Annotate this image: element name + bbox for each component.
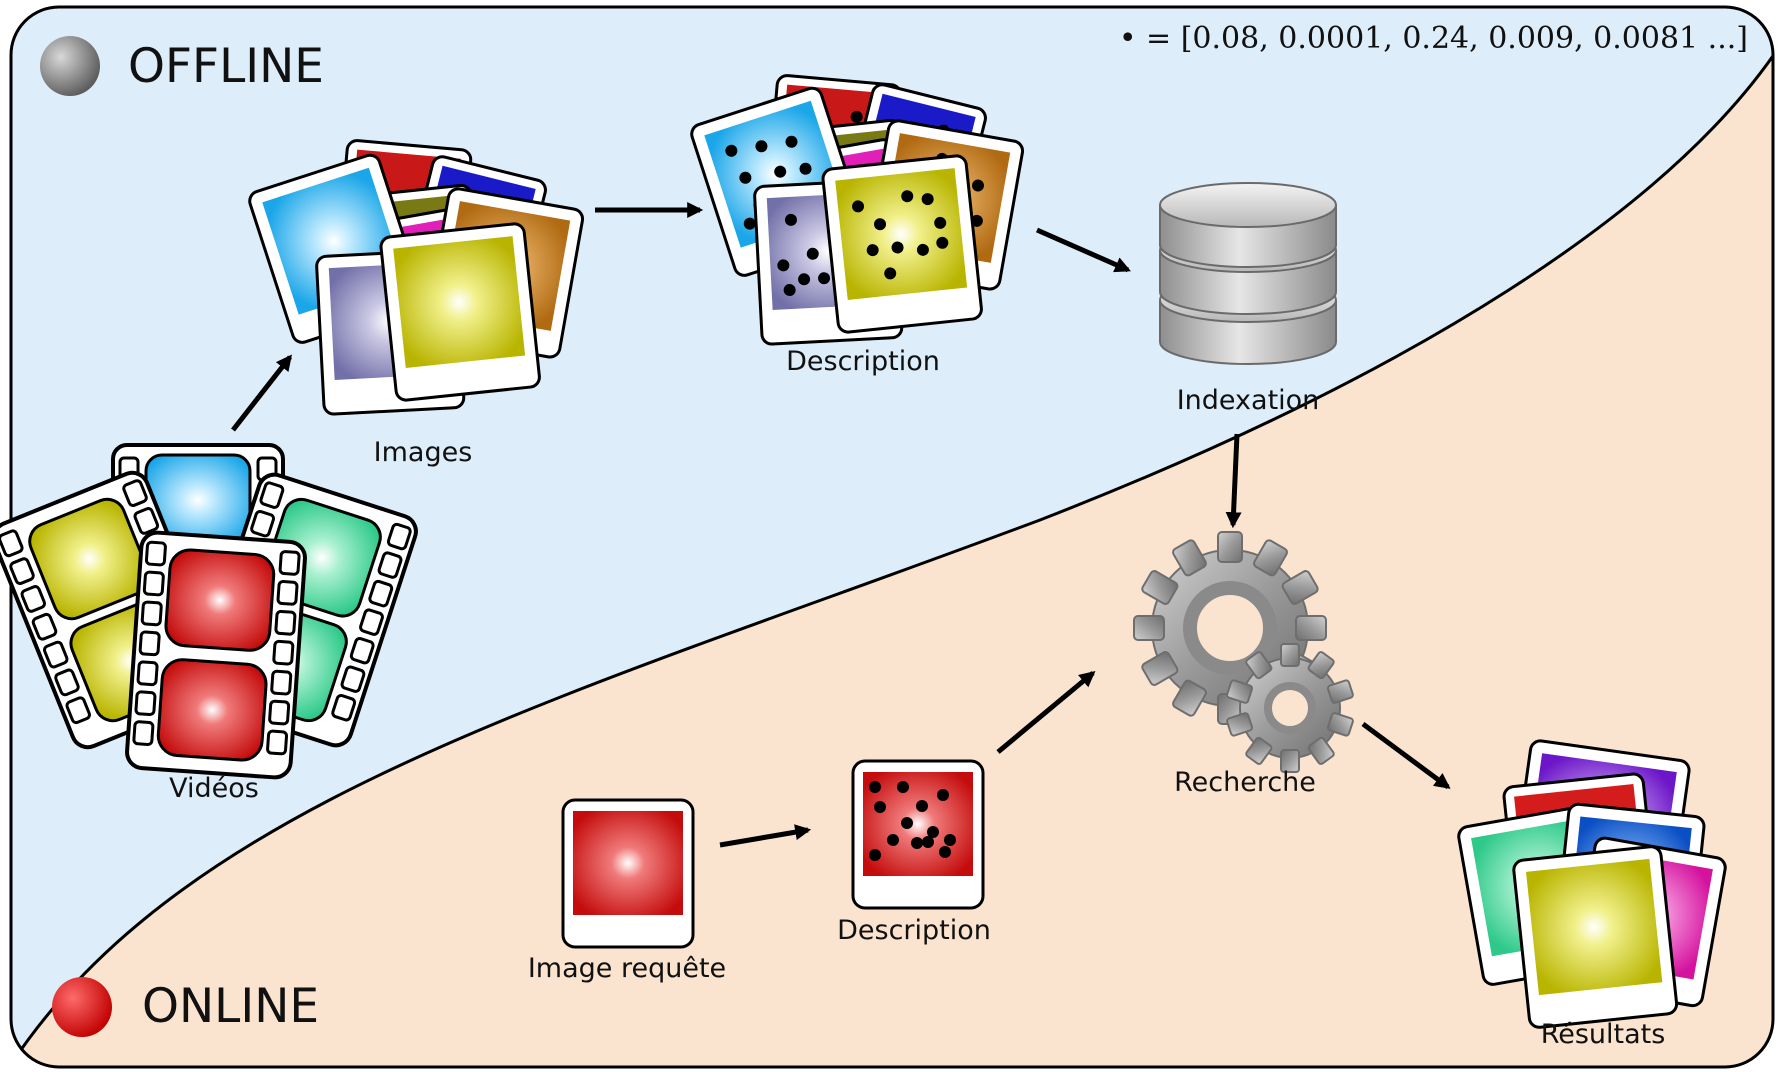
results-label: Résultats <box>1541 1019 1666 1050</box>
search-label: Recherche <box>1174 767 1316 798</box>
online-marker-dot <box>52 977 112 1037</box>
query-image-label: Image requête <box>528 953 726 984</box>
offline-marker-dot <box>40 36 100 96</box>
results-stack-icon <box>1457 739 1727 1029</box>
online-region <box>11 30 1773 1067</box>
arrow-description-to-search <box>996 670 1096 754</box>
videos-icon <box>0 443 418 780</box>
gears-icon <box>1133 531 1354 773</box>
query-image-icon <box>561 798 695 949</box>
description-online-icon <box>851 759 985 910</box>
online-title: ONLINE <box>142 979 319 1034</box>
arrow-videos-to-images <box>231 354 292 432</box>
indexation-label: Indexation <box>1177 385 1320 416</box>
images-label: Images <box>374 437 473 468</box>
region-boundary <box>11 29 1773 1067</box>
arrow-query-to-description <box>719 824 812 848</box>
description-stack-icon <box>690 74 1025 346</box>
description-online-label: Description <box>837 915 991 946</box>
database-icon <box>1159 182 1337 365</box>
offline-title: OFFLINE <box>128 39 324 94</box>
images-stack-icon <box>248 139 585 416</box>
description-offline-label: Description <box>786 346 940 377</box>
arrow-indexation-to-search <box>1225 433 1242 529</box>
feature-vector-formula: • = [0.08, 0.0001, 0.24, 0.009, 0.0081 .… <box>1119 21 1748 56</box>
videos-label: Vidéos <box>169 773 259 804</box>
arrow-search-to-results <box>1361 721 1451 790</box>
arrow-description-to-indexation <box>1035 227 1131 273</box>
